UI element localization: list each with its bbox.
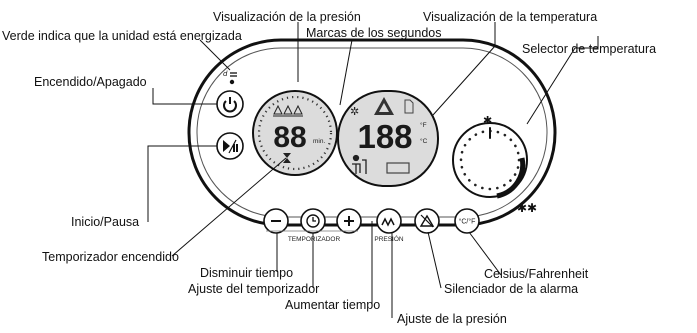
pressure-level-icon bbox=[273, 104, 303, 117]
label-seconds-marks: Marcas de los segundos bbox=[306, 26, 442, 40]
power-button[interactable] bbox=[216, 90, 244, 118]
label-temperature-display: Visualización de la temperatura bbox=[423, 10, 597, 24]
play-pause-button[interactable] bbox=[216, 132, 244, 160]
temperature-display: ✲ 188 °F °C bbox=[337, 90, 439, 187]
timer-digits: 88 bbox=[273, 121, 306, 154]
person-icon bbox=[352, 154, 367, 174]
status-bar bbox=[386, 162, 410, 174]
seconds-marks bbox=[257, 95, 333, 171]
pressure-adjust-button[interactable] bbox=[376, 208, 402, 234]
play-pause-icon bbox=[223, 140, 230, 152]
label-pressure-display: Visualización de la presión bbox=[213, 10, 361, 24]
timer-unit: min. bbox=[313, 138, 325, 145]
label-increase-time: Aumentar tiempo bbox=[285, 298, 380, 312]
pressure-group-label: PRESIÓN bbox=[374, 234, 404, 243]
clock-icon bbox=[306, 214, 320, 228]
svg-text:d: d bbox=[223, 70, 228, 78]
panel-inner-frame bbox=[196, 47, 548, 218]
power-led-indicator: d bbox=[223, 70, 237, 85]
warning-triangle-icon bbox=[374, 97, 394, 115]
leader-lines bbox=[147, 22, 599, 318]
label-celsius-fahrenheit: Celsius/Fahrenheit bbox=[484, 267, 589, 281]
label-pressure-adjust: Ajuste de la presión bbox=[397, 312, 507, 326]
unit-f: °F bbox=[420, 121, 427, 129]
label-temperature-selector: Selector de temperatura bbox=[522, 42, 656, 56]
decrease-time-button[interactable] bbox=[263, 208, 289, 234]
unit-c: °C bbox=[420, 137, 428, 145]
label-timer-set: Ajuste del temporizador bbox=[188, 282, 319, 296]
label-timer-on: Temporizador encendido bbox=[42, 250, 179, 264]
label-decrease-time: Disminuir tiempo bbox=[200, 266, 293, 280]
alarm-silence-button[interactable] bbox=[414, 208, 440, 234]
temperature-selector-knob[interactable]: ✱ ✱✱ bbox=[452, 114, 537, 215]
increase-time-button[interactable] bbox=[336, 208, 362, 234]
snowflake-double-icon: ✱✱ bbox=[517, 201, 537, 215]
temperature-digits: 188 bbox=[357, 118, 412, 155]
pressure-wave-icon bbox=[381, 217, 395, 227]
timer-group-label: TEMPORIZADOR bbox=[288, 236, 341, 243]
label-alarm-silence: Silenciador de la alarma bbox=[444, 282, 578, 296]
label-power: Encendido/Apagado bbox=[34, 75, 147, 89]
power-icon bbox=[223, 100, 237, 113]
snowflake-small-icon: ✱ bbox=[483, 114, 492, 127]
timer-set-button[interactable] bbox=[300, 208, 326, 234]
card-icon bbox=[404, 99, 414, 114]
label-powered-indicator: Verde indica que la unidad está energiza… bbox=[2, 29, 242, 43]
cf-button-label: °C/°F bbox=[459, 218, 476, 226]
celsius-fahrenheit-button[interactable]: °C/°F bbox=[454, 208, 480, 234]
label-start-pause: Inicio/Pausa bbox=[71, 215, 139, 229]
timer-display: 88 min. bbox=[252, 90, 338, 176]
hourglass-icon bbox=[283, 153, 291, 163]
snowflake-icon: ✲ bbox=[350, 105, 359, 118]
bell-off-icon bbox=[419, 214, 435, 227]
